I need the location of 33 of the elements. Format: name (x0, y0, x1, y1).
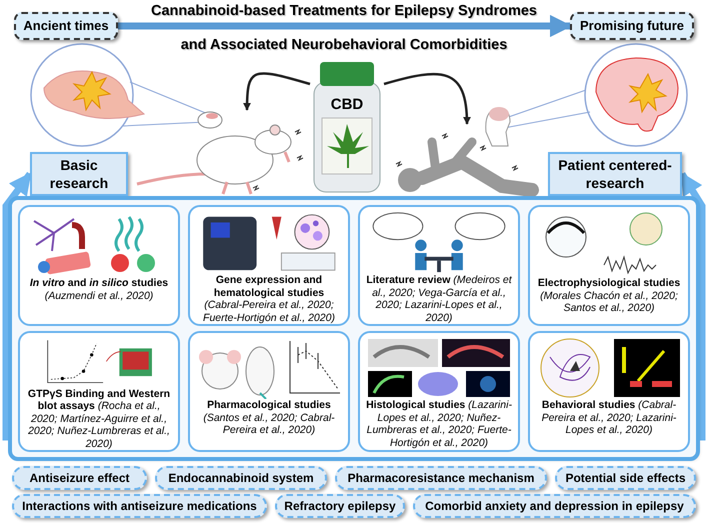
study-caption: Pharmacological studies (Santos et al., 2020; Cabral-Pereira et al., 2020) (202, 399, 336, 436)
study-caption: GTPγS Binding and Western blot assays (Rocha et al., 2020; Martínez-Aguirre et al., 2020; Nuñez-Lumbreras et al., 2020) (26, 388, 172, 450)
arrow (118, 14, 572, 38)
study-caption: In vitro and in silico studies (Auzmendi et al., 2020) (28, 277, 170, 302)
study-card (18, 331, 180, 452)
arrow (243, 72, 310, 111)
research-label: Patient centered-research (548, 152, 682, 196)
study-caption: Behavioral studies (Cabral-Pereira et al., 2020; Lazarini-Lopes et al., 2020) (540, 399, 678, 436)
arrow (384, 72, 471, 125)
study-caption: Electrophysiological studies (Morales Chacón et al., 2020; Santos et al., 2020) (536, 277, 682, 314)
study-card (18, 205, 180, 326)
study-card (188, 331, 350, 452)
topic-pill: Pharmacoresistance mechanism (335, 466, 547, 490)
title: Cannabinoid-based Treatments for Epilepsy Syndromes and Associated Neurobehavioral Comorbidities (150, 2, 538, 55)
study-card (528, 205, 690, 326)
study-card (358, 205, 520, 326)
study-caption: Literature review (Medeiros et al., 2020; Vega-García et al., 2020; Lazarini-Lopes et al., 2020) (365, 274, 513, 324)
study-card (188, 205, 350, 326)
study-caption: Histological studies (Lazarini-Lopes et al., 2020; Nuñez-Lumbreras et al., 2020; Fuerte-Hortigón et al., 2020) (365, 399, 513, 449)
bottle-label: CBD (330, 95, 364, 115)
study-card (528, 331, 690, 452)
topic-pill: Potential side effects (555, 466, 696, 490)
research-panel (12, 200, 696, 457)
era-box: Promising future (570, 12, 694, 40)
topic-pill: Comorbid anxiety and depression in epilepsy (413, 494, 696, 518)
era-box: Ancient times (14, 12, 118, 40)
topic-pill: Antiseizure effect (12, 466, 147, 490)
topic-pill: Interactions with antiseizure medications (12, 494, 267, 518)
study-caption: Gene expression and hematological studies (Cabral-Pereira et al., 2020; Fuerte-Hortigón et al., 2020) (202, 274, 336, 324)
research-label: Basic research (30, 152, 128, 196)
topic-pill: Endocannabinoid system (155, 466, 327, 490)
study-card (358, 331, 520, 452)
topic-pill: Refractory epilepsy (275, 494, 405, 518)
